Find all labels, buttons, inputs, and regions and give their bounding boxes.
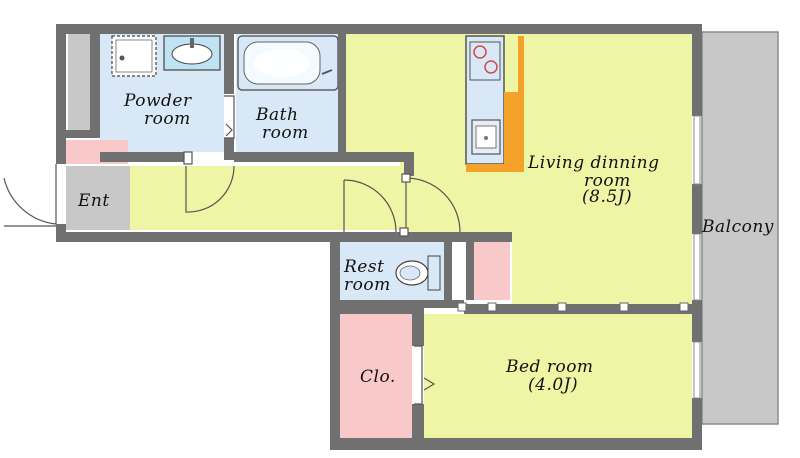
entrance-door bbox=[3, 164, 57, 225]
bedroom-label: Bed room bbox=[505, 357, 594, 377]
washing-machine-icon bbox=[111, 35, 157, 77]
kitchen bbox=[465, 35, 524, 172]
hallway-door bbox=[185, 165, 235, 213]
living-room-size: (8.5J) bbox=[582, 187, 632, 207]
living-room-door bbox=[405, 177, 461, 233]
living-room-label: Living dinning bbox=[527, 153, 660, 173]
toilet-icon bbox=[395, 255, 441, 291]
storage-floor bbox=[474, 242, 510, 300]
bedroom-floor bbox=[424, 314, 692, 438]
bathtub-icon bbox=[237, 35, 339, 91]
kitchen-accent-bar bbox=[518, 36, 524, 92]
kitchen-sink-icon bbox=[471, 119, 501, 155]
kitchen-accent-floor bbox=[466, 164, 524, 172]
bath-room-label: Bath bbox=[255, 105, 298, 125]
partition-marks bbox=[457, 302, 689, 312]
rest-room-label-2: room bbox=[344, 275, 391, 295]
closet-door bbox=[414, 345, 436, 405]
rest-room-door bbox=[343, 179, 397, 233]
hallway-floor bbox=[130, 166, 402, 230]
wash-basin-icon bbox=[163, 35, 221, 71]
labels: Powder room Bath room Ent Living dinning… bbox=[77, 91, 774, 395]
powder-room-door bbox=[224, 95, 235, 139]
closet-floor bbox=[340, 314, 412, 438]
walls bbox=[56, 24, 702, 450]
entrance-label: Ent bbox=[77, 191, 110, 211]
closet-label: Clo. bbox=[360, 367, 396, 387]
balcony-floor bbox=[701, 31, 779, 425]
powder-room-label-2: room bbox=[144, 109, 191, 129]
bedroom-size: (4.0J) bbox=[528, 375, 578, 395]
stove-icon bbox=[469, 41, 501, 81]
entrance-floor bbox=[66, 166, 130, 230]
rest-room-label: Rest bbox=[343, 257, 384, 277]
kitchen-accent-block bbox=[504, 92, 524, 172]
windows bbox=[693, 115, 701, 399]
left-storage bbox=[68, 34, 90, 130]
living-room-label-2: room bbox=[584, 171, 631, 191]
balcony-label: Balcony bbox=[701, 217, 774, 237]
bath-room-label-2: room bbox=[262, 123, 309, 143]
powder-room-label: Powder bbox=[123, 91, 192, 111]
doors bbox=[3, 95, 461, 405]
